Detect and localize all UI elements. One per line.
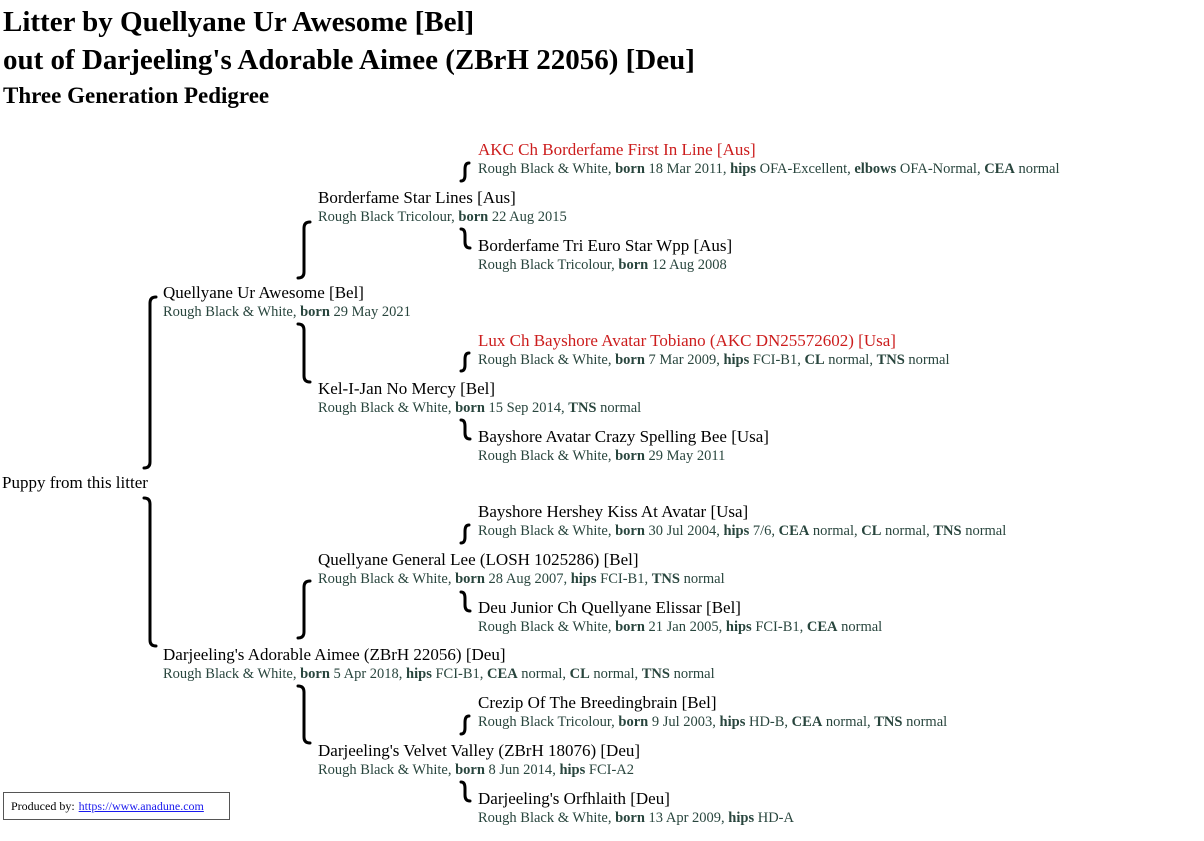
grandparent-entry: Quellyane General Lee (LOSH 1025286) [Be… [318,550,725,588]
great-grandparent-entry: Bayshore Hershey Kiss At Avatar [Usa] Rou… [478,502,1006,540]
bracket-sire [142,295,158,470]
bracket-ggp6 [459,590,472,613]
dog-info: Rough Black & White, born 21 Jan 2005, h… [478,619,883,635]
dog-name[interactable]: Darjeeling's Adorable Aimee (ZBrH 22056)… [163,645,506,664]
dog-info: Rough Black & White, born 29 May 2011 [478,448,726,464]
dog-name[interactable]: Kel-I-Jan No Mercy [Bel] [318,379,496,398]
great-grandparent-entry: Lux Ch Bayshore Avatar Tobiano (AKC DN25… [478,331,950,369]
page-subtitle: Three Generation Pedigree [3,83,270,108]
great-grandparent-entry: AKC Ch Borderfame First In Line [Aus] Rou… [478,140,1060,178]
bracket-ggp7 [459,714,471,736]
dog-name[interactable]: Deu Junior Ch Quellyane Elissar [Bel] [478,598,741,617]
bracket-gp4 [296,684,312,745]
footer-label: Produced by: [11,798,75,813]
dog-name[interactable]: Crezip Of The Breedingbrain [Bel] [478,693,717,712]
grandparent-entry: Borderfame Star Lines [Aus] Rough Black T… [318,188,567,226]
great-grandparent-entry: Deu Junior Ch Quellyane Elissar [Bel] Rou… [478,598,882,636]
dog-info: Rough Black & White, born 18 Mar 2011, h… [478,161,1060,177]
dog-name[interactable]: Borderfame Star Lines [Aus] [318,188,516,207]
dog-info: Rough Black Tricolour, born 22 Aug 2015 [318,209,567,225]
grandparent-entry: Darjeeling's Velvet Valley (ZBrH 18076) … [318,741,640,779]
dog-info: Rough Black & White, born 5 Apr 2018, hi… [163,666,715,682]
page-title-line-1: Litter by Quellyane Ur Awesome [Bel] [3,6,475,38]
bracket-ggp8 [459,780,472,803]
bracket-gp1 [296,220,312,280]
bracket-ggp1 [459,161,471,183]
footer-credit: Produced by: https://www.anadune.com [3,792,230,820]
dog-info: Rough Black & White, born 29 May 2021 [163,304,411,320]
bracket-ggp5 [459,523,471,545]
great-grandparent-entry: Darjeeling's Orfhlaith [Deu] Rough Black … [478,789,794,827]
dog-name[interactable]: Lux Ch Bayshore Avatar Tobiano (AKC DN25… [478,331,896,350]
dog-name[interactable]: Borderfame Tri Euro Star Wpp [Aus] [478,236,733,255]
bracket-ggp3 [459,351,471,373]
footer-link[interactable]: https://www.anadune.com [78,798,204,813]
dog-name[interactable]: AKC Ch Borderfame First In Line [Aus] [478,140,756,159]
dog-name[interactable]: Bayshore Avatar Crazy Spelling Bee [Usa] [478,427,769,446]
dog-info: Rough Black & White, born 28 Aug 2007, h… [318,571,725,587]
dog-name[interactable]: Quellyane Ur Awesome [Bel] [163,283,364,302]
bracket-gp2 [296,322,312,384]
dog-name[interactable]: Quellyane General Lee (LOSH 1025286) [Be… [318,550,639,569]
dog-info: Rough Black & White, born 30 Jul 2004, h… [478,523,1007,539]
dog-info: Rough Black Tricolour, born 9 Jul 2003, … [478,714,948,730]
bracket-ggp2 [459,227,472,250]
grandparent-entry: Kel-I-Jan No Mercy [Bel] Rough Black & Wh… [318,379,641,417]
bracket-dam [142,496,158,648]
sire-entry: Quellyane Ur Awesome [Bel] Rough Black &… [163,283,411,321]
dog-info: Rough Black & White, born 13 Apr 2009, h… [478,810,794,826]
dog-name[interactable]: Darjeeling's Velvet Valley (ZBrH 18076) … [318,741,641,760]
dog-name[interactable]: Bayshore Hershey Kiss At Avatar [Usa] [478,502,749,521]
dog-info: Rough Black Tricolour, born 12 Aug 2008 [478,257,727,273]
dog-name[interactable]: Darjeeling's Orfhlaith [Deu] [478,789,670,808]
great-grandparent-entry: Crezip Of The Breedingbrain [Bel] Rough B… [478,693,947,731]
dog-info: Rough Black & White, born 7 Mar 2009, hi… [478,352,950,368]
great-grandparent-entry: Bayshore Avatar Crazy Spelling Bee [Usa]… [478,427,769,465]
great-grandparent-entry: Borderfame Tri Euro Star Wpp [Aus] Rough … [478,236,732,274]
dog-info: Rough Black & White, born 8 Jun 2014, hi… [318,762,634,778]
page-title-line-2: out of Darjeeling's Adorable Aimee (ZBrH… [3,44,695,76]
bracket-gp3 [296,579,312,640]
puppy-label: Puppy from this litter [2,473,148,492]
dog-info: Rough Black & White, born 15 Sep 2014, T… [318,400,642,416]
dam-entry: Darjeeling's Adorable Aimee (ZBrH 22056)… [163,645,715,683]
bracket-ggp4 [459,418,472,441]
